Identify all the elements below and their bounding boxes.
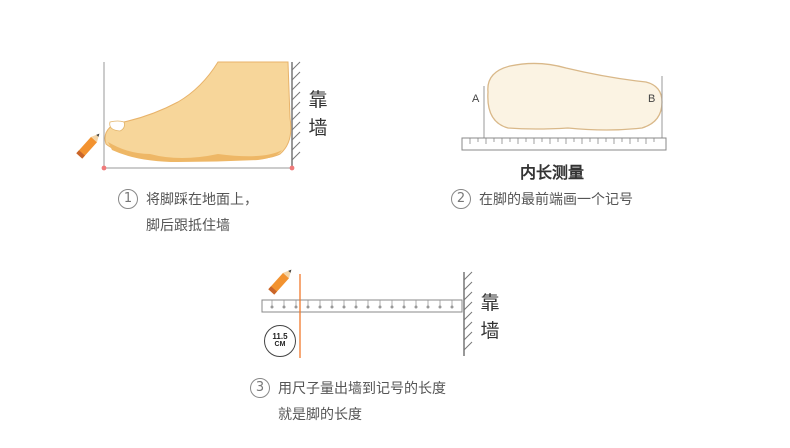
pencil-icon <box>268 269 292 295</box>
wall-label-char-1: 靠 <box>480 292 500 314</box>
measurement-value: 11.5 <box>272 332 288 341</box>
foot-shape <box>104 61 292 162</box>
step-3-number: 3 <box>250 378 270 398</box>
step-1-text: 1 将脚踩在地面上， 脚后跟抵住墙 <box>118 187 258 239</box>
wall-label: 靠 墙 <box>306 86 330 142</box>
insole-point-b: B <box>648 93 656 105</box>
insole-shape <box>487 62 663 131</box>
step-3-line2: 就是脚的长度 <box>278 407 362 423</box>
foot-diagram <box>101 61 301 171</box>
insole-diagram <box>461 62 667 151</box>
step-2-number: 2 <box>451 189 471 209</box>
step-2-line1: 在脚的最前端画一个记号 <box>479 192 633 208</box>
insole-title: 内长测量 <box>520 163 585 182</box>
wall-label-char-1: 靠 <box>308 89 328 111</box>
wall-label-char-2: 墙 <box>480 320 500 342</box>
measurement-unit: CM <box>274 341 286 348</box>
step-1-line1: 将脚踩在地面上， <box>146 192 258 208</box>
pencil-icon <box>76 133 100 159</box>
wall-label: 靠 墙 <box>478 289 502 345</box>
step-3-text: 3 用尺子量出墙到记号的长度 就是脚的长度 <box>250 376 446 428</box>
insole-point-a: A <box>472 93 480 105</box>
measurement-badge: 11.5 CM <box>264 325 296 357</box>
step-1-number: 1 <box>118 189 138 209</box>
step-3-line1: 用尺子量出墙到记号的长度 <box>278 381 446 397</box>
ruler-diagram <box>261 271 473 358</box>
step-1-line2: 脚后跟抵住墙 <box>146 218 230 234</box>
wall-label-char-2: 墙 <box>308 117 328 139</box>
step-2-text: 2 在脚的最前端画一个记号 <box>451 187 633 213</box>
